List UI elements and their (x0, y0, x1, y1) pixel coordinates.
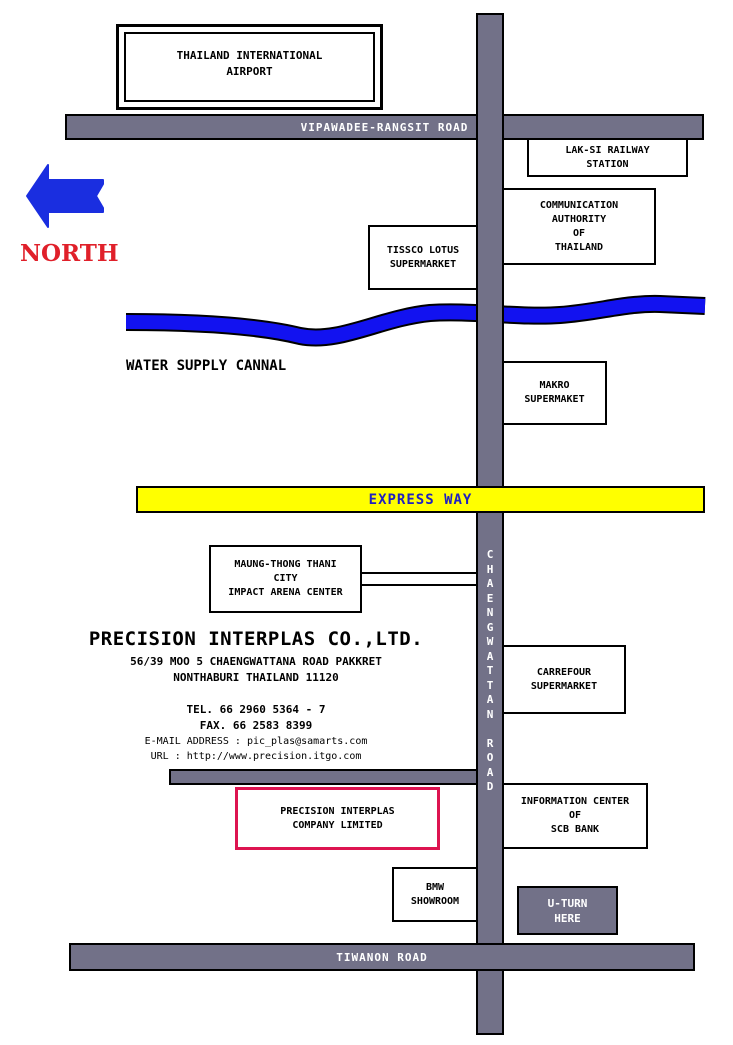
road-letter: W (486, 635, 494, 648)
company-fax: FAX. 66 2583 8399 (199, 719, 313, 732)
company-tel: TEL. 66 2960 5364 - 7 (186, 703, 326, 716)
company-address-line1: 56/39 MOO 5 CHAENGWATTANA ROAD PAKKRET (130, 655, 382, 668)
road-letter: A (486, 649, 494, 663)
airport-label: THAILAND INTERNATIONAL AIRPORT (124, 32, 375, 102)
tiwanon-road: TIWANON ROAD (69, 943, 695, 971)
left-arrow-icon (26, 164, 104, 228)
road-letter: E (486, 591, 494, 605)
road-letter: H (486, 562, 494, 576)
side-road-maung-thong (360, 572, 478, 586)
maung-thong-thani-impact-arena: MAUNG-THONG THANI CITY IMPACT ARENA CENT… (209, 545, 362, 613)
communication-authority-of-thailand: COMMUNICATION AUTHORITY OF THAILAND (502, 188, 656, 265)
road-letter: A (486, 693, 494, 706)
express-way: EXPRESS WAY (136, 486, 705, 513)
precision-interplas-location: PRECISION INTERPLAS COMPANY LIMITED (235, 787, 440, 850)
vipawadee-rangsit-road: VIPAWADEE-RANGSIT ROAD (65, 114, 704, 140)
road-letter: C (486, 548, 494, 561)
company-info: PRECISION INTERPLAS CO.,LTD. 56/39 MOO 5… (40, 626, 472, 764)
u-turn-here: U-TURN HERE (517, 886, 618, 935)
road-letter: A (486, 765, 494, 779)
arrow-shape (26, 164, 104, 228)
express-way-label: EXPRESS WAY (368, 491, 473, 508)
road-letter (487, 722, 494, 737)
lak-si-railway-station: LAK-SI RAILWAY STATION (527, 140, 688, 177)
company-email: E-MAIL ADDRESS : pic_plas@samarts.com (144, 736, 368, 747)
north-label: NORTH (20, 240, 119, 267)
bmw-showroom: BMW SHOWROOM (392, 867, 478, 922)
road-letter: A (486, 577, 494, 590)
side-road-precision (169, 769, 478, 785)
road-letter: T (486, 678, 494, 692)
tissco-lotus-supermarket: TISSCO LOTUS SUPERMARKET (368, 225, 478, 290)
road-letter: G (486, 620, 494, 634)
road-letter: D (486, 780, 494, 793)
canal-label: WATER SUPPLY CANNAL (126, 358, 287, 374)
road-letter: N (486, 606, 494, 619)
chaengwattan-road (476, 13, 504, 1035)
road-letter: N (486, 707, 494, 721)
company-name: PRECISION INTERPLAS CO.,LTD. (88, 628, 424, 650)
road-letter: R (486, 736, 494, 750)
road-letter: O (486, 751, 494, 764)
canal-water (125, 296, 706, 345)
airport-box: THAILAND INTERNATIONAL AIRPORT (116, 24, 383, 110)
makro-supermarket: MAKRO SUPERMAKET (502, 361, 607, 425)
scb-information-center: INFORMATION CENTER OF SCB BANK (502, 783, 648, 849)
road-letter: T (486, 664, 494, 677)
company-address-line2: NONTHABURI THAILAND 11120 (173, 671, 339, 684)
carrefour-supermarket: CARREFOUR SUPERMARKET (502, 645, 626, 714)
company-url: URL : http://www.precision.itgo.com (150, 751, 362, 762)
